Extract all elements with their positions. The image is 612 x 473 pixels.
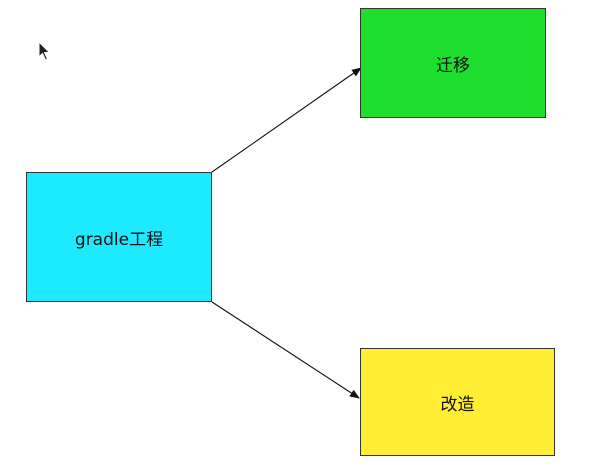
edge-source-to-bottom[interactable] xyxy=(211,301,360,399)
edge-source-to-top[interactable] xyxy=(211,67,362,173)
node-gradle-project[interactable]: gradle工程 xyxy=(26,172,212,302)
node-refactor[interactable]: 改造 xyxy=(360,348,555,456)
node-label: 迁移 xyxy=(436,55,470,76)
node-migrate[interactable]: 迁移 xyxy=(360,8,546,118)
mouse-pointer-icon xyxy=(38,41,51,61)
node-label: gradle工程 xyxy=(74,229,164,250)
node-label: 改造 xyxy=(440,394,475,415)
